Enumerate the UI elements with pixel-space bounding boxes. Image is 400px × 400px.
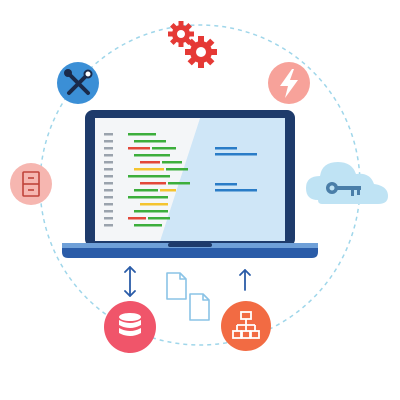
database-icon <box>104 301 156 353</box>
cloud-key-icon <box>306 162 388 204</box>
tools-icon <box>57 62 99 104</box>
lightning-icon <box>268 62 310 104</box>
laptop-icon <box>62 110 318 258</box>
double-arrow-icon <box>124 266 136 297</box>
gears-icon <box>168 21 217 68</box>
network-hierarchy-icon <box>221 301 271 351</box>
laptop-notch <box>168 243 212 247</box>
documents-icon <box>166 272 210 321</box>
screen-shade <box>160 118 285 241</box>
screen-right-lines <box>215 147 257 192</box>
arrow-up-icon <box>239 269 251 291</box>
file-cabinet-icon <box>10 163 52 205</box>
code-lines <box>104 133 190 227</box>
